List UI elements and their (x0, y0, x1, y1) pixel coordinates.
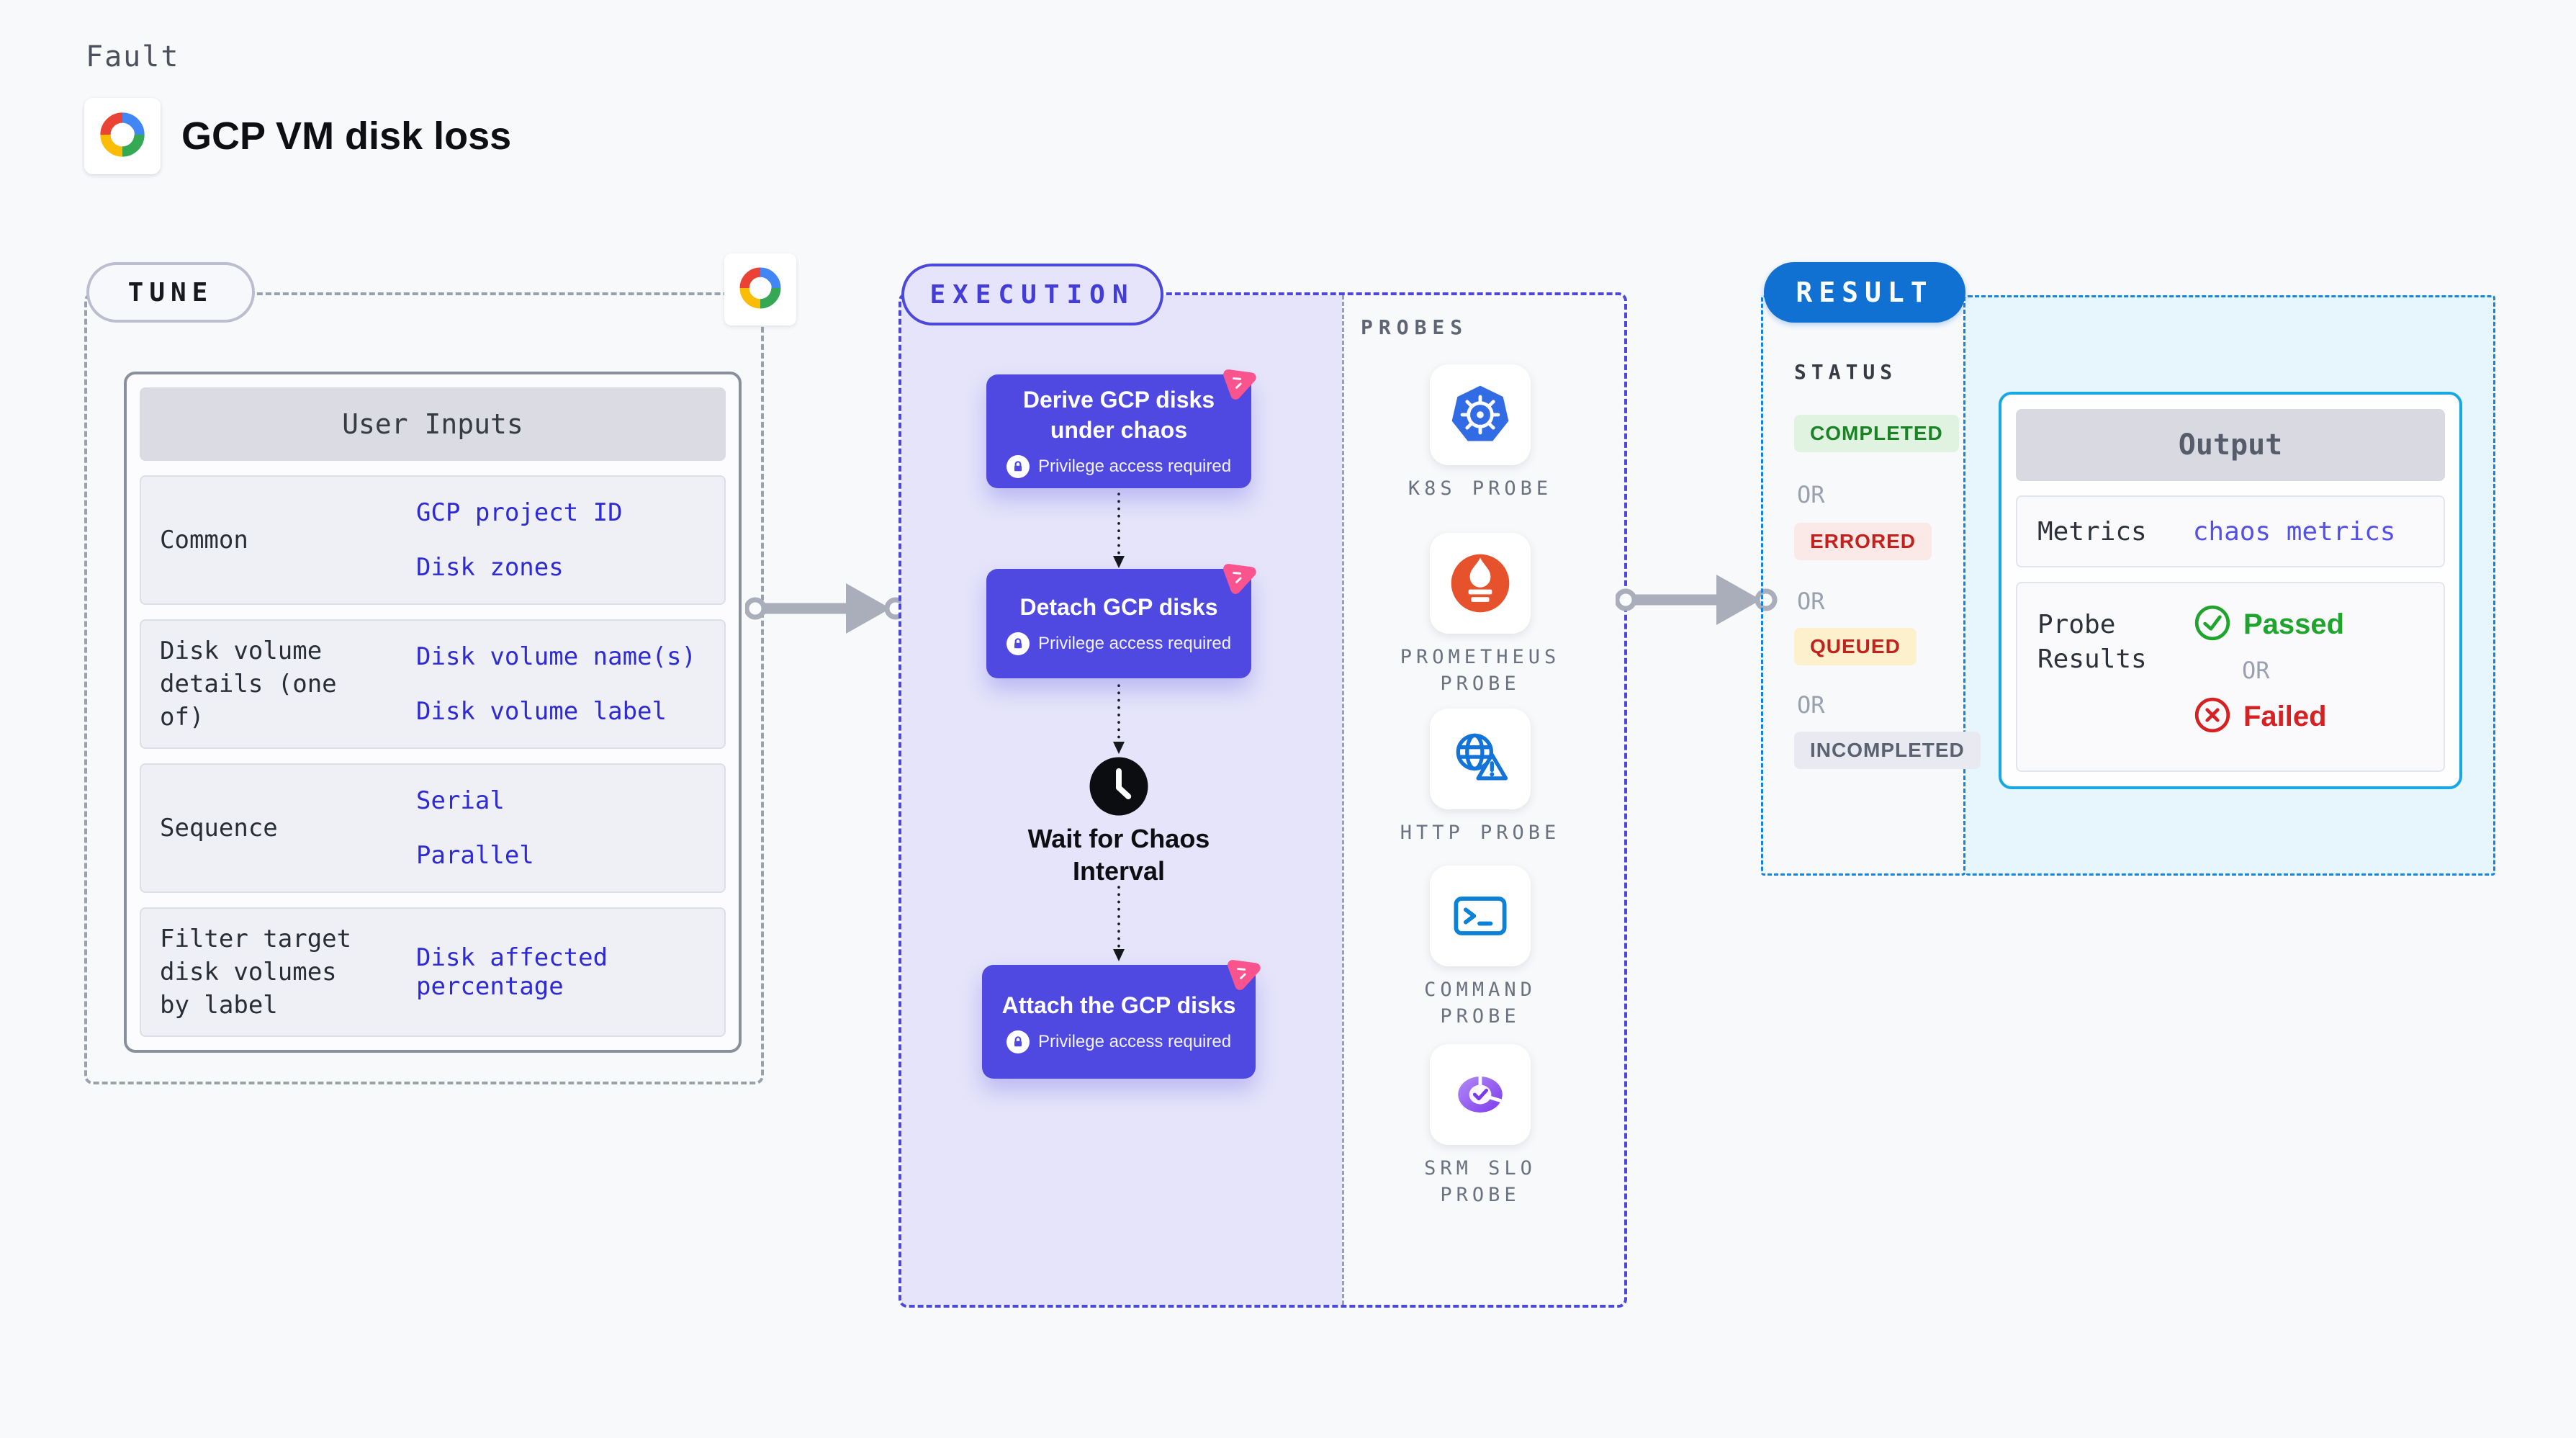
gcp-cloud-logo-icon (92, 104, 153, 168)
probe-results-label: Probe Results (2037, 610, 2147, 674)
dotted-arrow-icon (1113, 886, 1125, 961)
probes-divider (1342, 295, 1344, 1305)
gcp-logo-card (84, 98, 161, 174)
input-value: Disk affected percentage (416, 943, 608, 1001)
input-row-label: Filter target disk volumes by label (160, 925, 352, 1020)
or-separator: OR (2242, 657, 2270, 684)
input-value: Parallel (416, 841, 534, 870)
status-badge-incompleted: INCOMPLETED (1794, 732, 1981, 769)
input-value: Serial (416, 786, 505, 815)
slo-pie-check-icon (1430, 1044, 1531, 1145)
flow-arrow-icon (1616, 575, 1778, 625)
status-badge-errored: ERRORED (1794, 523, 1932, 560)
output-header: Output (2016, 409, 2445, 481)
gcp-cloud-logo-icon (732, 260, 788, 319)
input-row-filter-by-label: Filter target disk volumes by label Disk… (140, 907, 726, 1037)
probe-label: PROMETHEUS PROBE (1400, 646, 1561, 695)
probe-item-command: COMMAND PROBE (1387, 866, 1574, 1030)
failed-label: Failed (2243, 700, 2327, 732)
input-row-label: Disk volume details (one of) (160, 637, 337, 732)
probe-item-prometheus: PROMETHEUS PROBE (1387, 533, 1574, 697)
execution-pill: EXECUTION (901, 264, 1163, 325)
lock-icon (1006, 632, 1030, 655)
flow-arrow-icon (745, 583, 907, 634)
http-globe-warning-icon (1430, 709, 1531, 809)
or-separator: OR (1797, 481, 1825, 508)
probe-label: HTTP PROBE (1400, 822, 1561, 844)
fault-kicker: Fault (86, 40, 180, 73)
probe-item-srm-slo: SRM SLO PROBE (1387, 1044, 1574, 1208)
lock-icon (1006, 455, 1030, 478)
gcp-corner-logo-card (724, 253, 796, 325)
probe-label: COMMAND PROBE (1424, 979, 1536, 1028)
probe-label: K8S PROBE (1408, 477, 1553, 500)
dotted-arrow-icon (1113, 493, 1125, 568)
x-circle-icon (2193, 696, 2232, 737)
user-inputs-card: User Inputs Common GCP project ID Disk z… (124, 372, 742, 1053)
page-title: GCP VM disk loss (181, 114, 512, 158)
probe-item-k8s: K8S PROBE (1387, 364, 1574, 502)
metrics-label: Metrics (2037, 516, 2147, 547)
metrics-row: Metrics chaos metrics (2016, 495, 2445, 567)
tune-pill: TUNE (86, 262, 255, 323)
kubernetes-icon (1430, 364, 1531, 465)
chaos-fault-badge-icon (1217, 553, 1263, 599)
input-row-label: Sequence (160, 814, 278, 842)
dotted-arrow-icon (1113, 684, 1125, 754)
lock-icon (1006, 1030, 1030, 1053)
check-circle-icon (2193, 603, 2232, 645)
probe-label: SRM SLO PROBE (1424, 1157, 1536, 1206)
step-block-derive-disks: Derive GCP disks under chaos Privilege a… (986, 369, 1256, 488)
step-block-detach-disks: Detach GCP disks Privilege access requir… (986, 564, 1256, 678)
privilege-note: Privilege access required (1037, 634, 1232, 653)
or-separator: OR (1797, 691, 1825, 719)
input-row-sequence: Sequence Serial Parallel (140, 763, 726, 893)
input-value: Disk volume name(s) (416, 642, 696, 671)
input-value: Disk zones (416, 553, 564, 582)
step-title: Derive GCP disks under chaos (1022, 387, 1215, 443)
tune-section-box (84, 292, 764, 1084)
terminal-icon (1430, 866, 1531, 966)
chaos-fault-badge-icon (1221, 949, 1267, 995)
input-row-common: Common GCP project ID Disk zones (140, 475, 726, 605)
step-block-attach-disks: Attach the GCP disks Privilege access re… (982, 960, 1261, 1079)
user-inputs-header: User Inputs (140, 387, 726, 461)
probe-results-row: Probe Results Passed OR (2016, 582, 2445, 772)
clock-icon (1087, 755, 1150, 821)
input-value: Disk volume label (416, 697, 667, 726)
probe-item-http: HTTP PROBE (1387, 709, 1574, 846)
input-value: GCP project ID (416, 498, 623, 527)
result-pill: RESULT (1764, 262, 1965, 323)
prometheus-icon (1430, 533, 1531, 634)
probes-heading: PROBES (1361, 315, 1469, 339)
input-row-label: Common (160, 526, 248, 554)
privilege-note: Privilege access required (1037, 457, 1232, 476)
input-row-disk-volume-details: Disk volume details (one of) Disk volume… (140, 619, 726, 749)
step-title: Attach the GCP disks (1001, 992, 1236, 1018)
wait-step-label: Wait for Chaos Interval (1027, 824, 1210, 886)
chaos-fault-badge-icon (1217, 359, 1263, 405)
passed-label: Passed (2243, 608, 2345, 640)
metrics-value-link: chaos metrics (2192, 516, 2396, 547)
status-badge-completed: COMPLETED (1794, 415, 1959, 452)
step-title: Detach GCP disks (1019, 594, 1218, 620)
privilege-note: Privilege access required (1037, 1032, 1232, 1051)
status-badge-queued: QUEUED (1794, 628, 1917, 665)
output-card: Output Metrics chaos metrics Probe Resul… (1999, 392, 2462, 789)
or-separator: OR (1797, 588, 1825, 615)
status-heading: STATUS (1794, 360, 1898, 384)
